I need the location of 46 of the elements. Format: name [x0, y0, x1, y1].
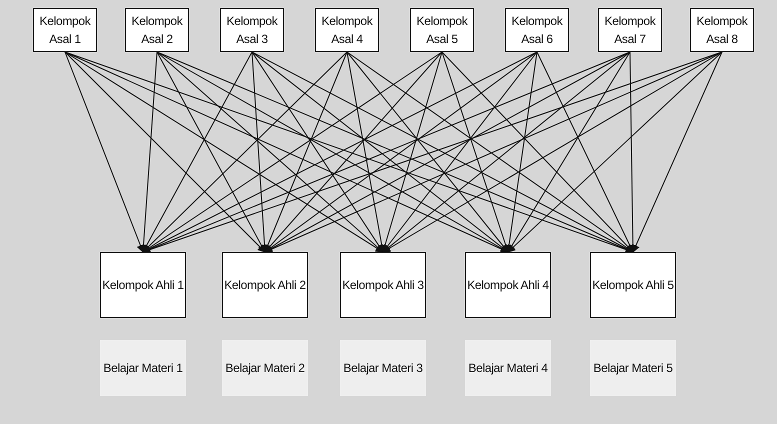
- topic-box: [465, 340, 551, 396]
- box-label: Kelompok Ahli 3: [342, 277, 424, 294]
- box-label: Kelompok Ahli 5: [592, 277, 674, 294]
- arrow: [507, 52, 722, 253]
- topic-box: [590, 340, 676, 396]
- arrow: [140, 52, 158, 253]
- box-label: Belajar Materi 5: [593, 360, 673, 377]
- group-box: [590, 252, 676, 318]
- arrow: [64, 52, 266, 253]
- group-box: [100, 252, 186, 318]
- box-label: Belajar Materi 1: [103, 360, 183, 377]
- group-box: [222, 252, 308, 318]
- box-label: Kelompok Asal 8: [696, 13, 749, 48]
- group-box: [33, 8, 97, 52]
- arrow: [142, 52, 348, 253]
- group-box: [220, 8, 284, 52]
- topic-box: [100, 340, 186, 396]
- box-label: Kelompok Asal 6: [510, 13, 564, 48]
- topic-box: [340, 340, 426, 396]
- box-label: Kelompok Asal 4: [320, 13, 374, 48]
- arrow: [442, 52, 634, 253]
- box-label: Kelompok Asal 2: [130, 13, 184, 48]
- box-label: Kelompok Asal 3: [226, 13, 279, 48]
- group-box: [340, 252, 426, 318]
- box-label: Kelompok Ahli 4: [467, 277, 549, 294]
- box-label: Belajar Materi 3: [343, 360, 423, 377]
- box-label: Belajar Materi 2: [225, 360, 305, 377]
- topic-box: [222, 340, 308, 396]
- group-box: [315, 8, 379, 52]
- group-box: [465, 252, 551, 318]
- box-label: Kelompok Ahli 2: [224, 277, 306, 294]
- box-label: Belajar Materi 4: [468, 360, 548, 377]
- box-label: Kelompok Ahli 1: [102, 277, 184, 294]
- group-box: [690, 8, 754, 52]
- arrow: [156, 52, 384, 253]
- box-label: Kelompok Asal 5: [416, 13, 469, 48]
- box-label: Kelompok Asal 7: [604, 13, 657, 48]
- arrow: [382, 52, 722, 252]
- group-box: [505, 8, 569, 52]
- group-box: [598, 8, 662, 52]
- arrow: [64, 52, 144, 253]
- group-box: [125, 8, 189, 52]
- group-box: [410, 8, 474, 52]
- arrow: [632, 52, 722, 253]
- arrow: [264, 52, 442, 253]
- box-label: Kelompok Asal 1: [38, 13, 92, 48]
